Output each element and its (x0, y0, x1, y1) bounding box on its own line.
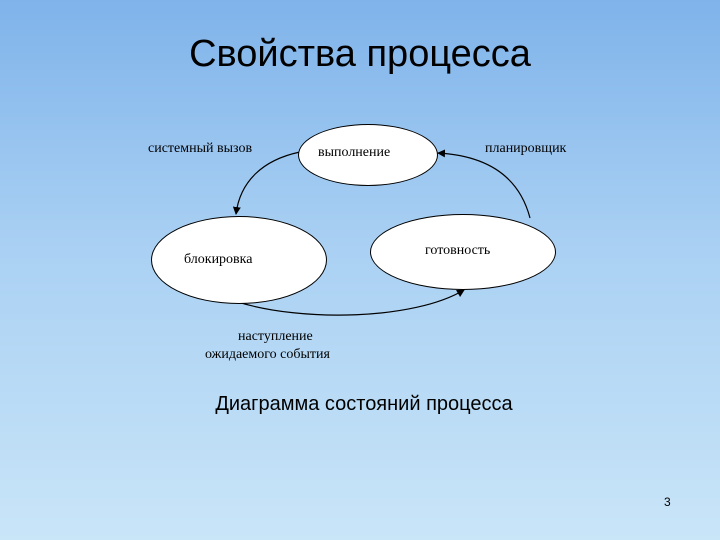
state-label-running: выполнение (318, 145, 391, 160)
edge-label-system-call: системный вызов (148, 141, 253, 156)
state-node-ready (370, 214, 556, 290)
state-node-blocked (151, 216, 327, 304)
state-label-blocked: блокировка (184, 252, 253, 267)
slide-number: 3 (664, 495, 671, 509)
edge-running-to-blocked (232, 151, 301, 215)
edge-blocked-to-ready (237, 289, 465, 316)
diagram-caption: Диаграмма состояний процесса (215, 393, 513, 415)
edge-label-event-line2: ожидаемого события (205, 347, 330, 362)
state-label-ready: готовность (425, 243, 491, 258)
edge-ready-to-running (437, 149, 531, 219)
slide-title: Свойства процесса (189, 33, 531, 75)
state-node-running (298, 124, 438, 186)
edge-label-scheduler: планировщик (485, 141, 567, 156)
edge-label-event-line1: наступление (238, 329, 313, 344)
